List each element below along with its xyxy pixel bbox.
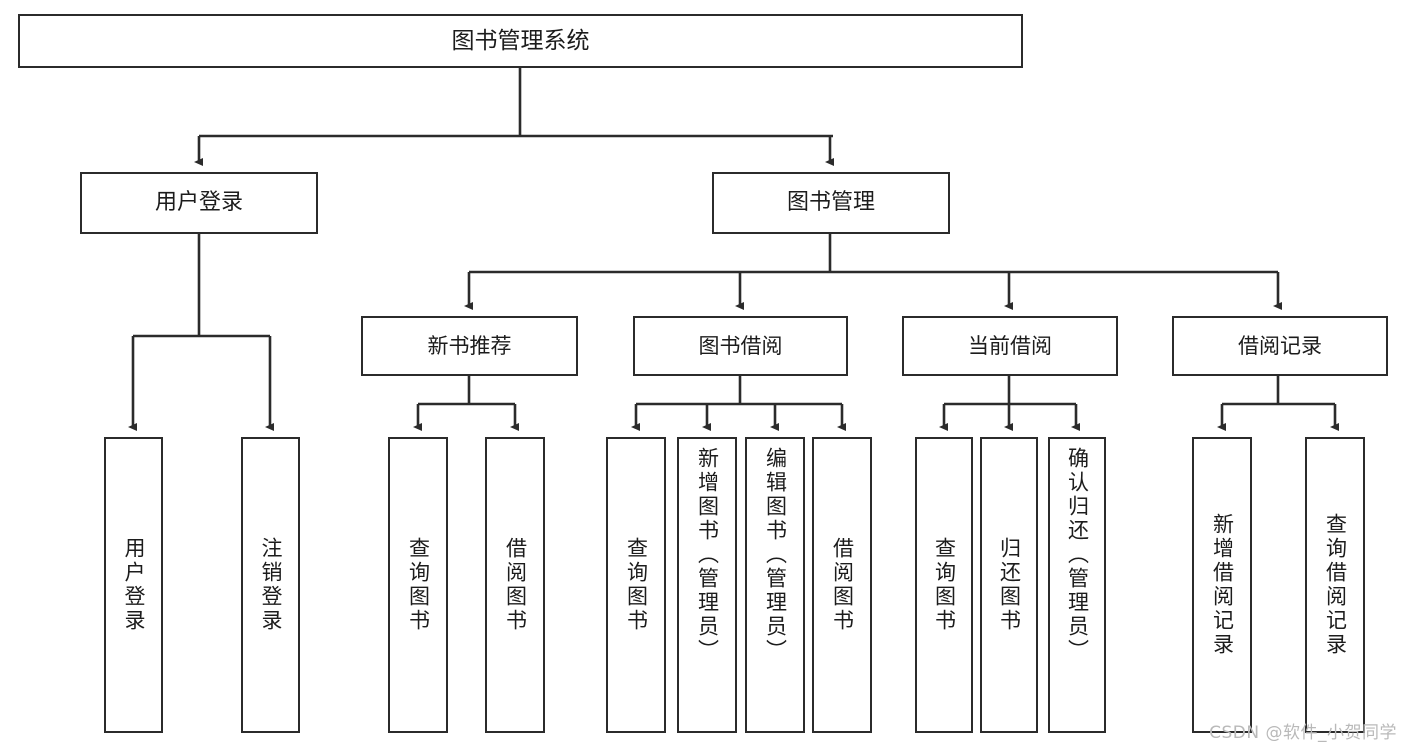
node-label: 新增借阅记录 [1210, 513, 1235, 657]
leaf-borrow-add-book-admin[interactable]: 新增图书（管理员） [677, 437, 737, 733]
node-label: 编辑图书（管理员） [763, 447, 788, 663]
leaf-recommend-query-book[interactable]: 查询图书 [388, 437, 448, 733]
node-label: 图书管理系统 [451, 27, 590, 54]
node-label: 新增图书（管理员） [695, 447, 720, 663]
watermark-text: CSDN @软件_小贺同学 [1209, 723, 1397, 743]
node-label: 借阅图书 [830, 537, 855, 633]
leaf-borrow-query-book[interactable]: 查询图书 [606, 437, 666, 733]
node-label: 注销登录 [259, 537, 283, 633]
node-user-login[interactable]: 用户登录 [80, 172, 318, 234]
node-label: 确认归还（管理员） [1065, 447, 1090, 663]
node-label: 查询图书 [406, 537, 431, 633]
node-new-book-recommend[interactable]: 新书推荐 [361, 316, 578, 376]
node-root-system[interactable]: 图书管理系统 [18, 14, 1023, 68]
leaf-record-add-record[interactable]: 新增借阅记录 [1192, 437, 1252, 733]
node-label: 新书推荐 [427, 333, 512, 358]
leaf-borrow-edit-book-admin[interactable]: 编辑图书（管理员） [745, 437, 805, 733]
leaf-recommend-borrow-book[interactable]: 借阅图书 [485, 437, 545, 733]
node-label: 当前借阅 [968, 333, 1052, 358]
leaf-user-login-signout[interactable]: 注销登录 [241, 437, 300, 733]
leaf-borrow-borrow-book[interactable]: 借阅图书 [812, 437, 872, 733]
leaf-user-login-signin[interactable]: 用户登录 [104, 437, 163, 733]
node-label: 图书管理 [786, 190, 875, 216]
node-label: 查询图书 [932, 537, 957, 633]
node-label: 归还图书 [997, 537, 1022, 633]
leaf-current-return-book[interactable]: 归还图书 [980, 437, 1038, 733]
node-label: 查询图书 [624, 537, 649, 633]
node-label: 查询借阅记录 [1323, 513, 1348, 657]
node-label: 借阅图书 [503, 537, 528, 633]
node-book-management[interactable]: 图书管理 [712, 172, 950, 234]
node-label: 用户登录 [154, 190, 243, 216]
node-borrow-record[interactable]: 借阅记录 [1172, 316, 1388, 376]
node-book-borrow[interactable]: 图书借阅 [633, 316, 848, 376]
node-label: 图书借阅 [698, 333, 783, 358]
node-current-borrow[interactable]: 当前借阅 [902, 316, 1118, 376]
leaf-record-query-record[interactable]: 查询借阅记录 [1305, 437, 1365, 733]
leaf-current-confirm-return-admin[interactable]: 确认归还（管理员） [1048, 437, 1106, 733]
leaf-current-query-book[interactable]: 查询图书 [915, 437, 973, 733]
node-label: 借阅记录 [1238, 333, 1322, 358]
node-label: 用户登录 [122, 537, 146, 633]
